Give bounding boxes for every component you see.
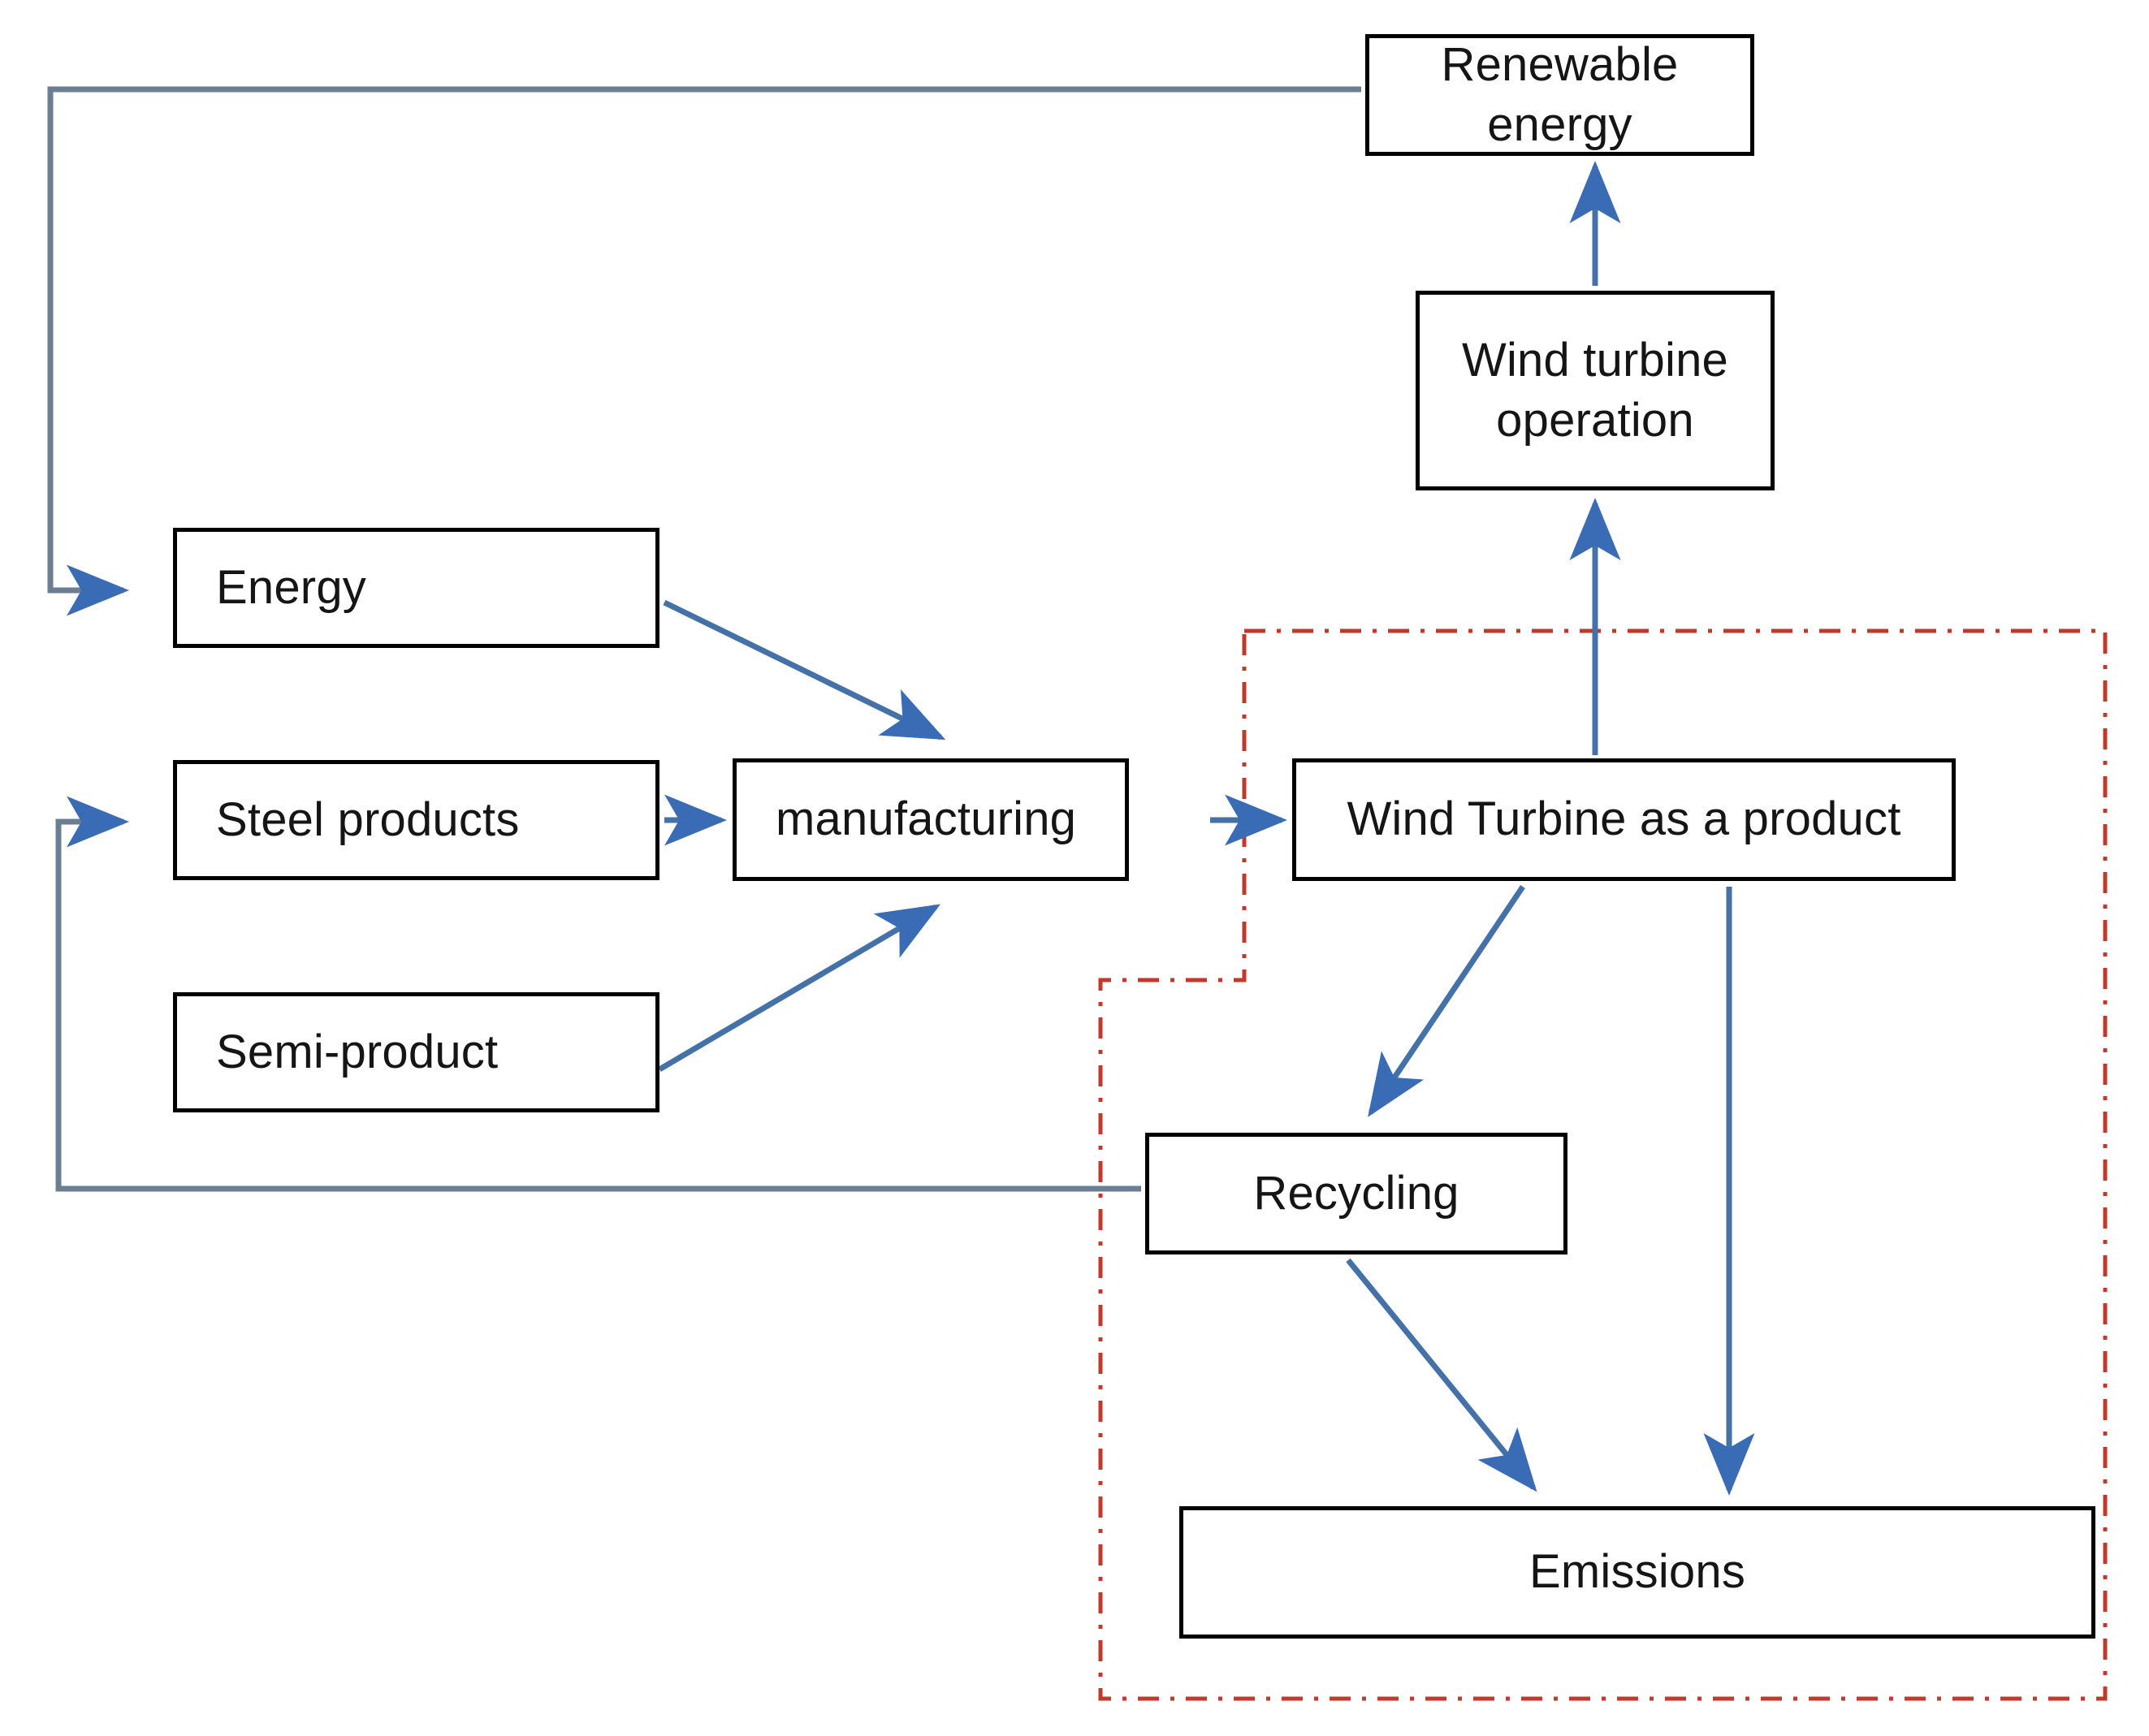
node-manufacturing-label: manufacturing	[776, 792, 1077, 846]
node-manufacturing[interactable]: manufacturing	[733, 758, 1129, 881]
node-steel-products-label: Steel products	[216, 792, 520, 846]
node-recycling[interactable]: Recycling	[1145, 1133, 1567, 1254]
node-wind-turbine-operation[interactable]: Wind turbine operation	[1416, 291, 1775, 490]
node-wind-turbine-product-label: Wind Turbine as a product	[1347, 792, 1901, 846]
node-emissions-label: Emissions	[1529, 1545, 1746, 1599]
edge-recycling-to-emissions	[1346, 1258, 1537, 1492]
edge-semiproduct-to-manufacturing	[658, 904, 941, 1073]
node-recycling-label: Recycling	[1253, 1166, 1459, 1220]
node-emissions[interactable]: Emissions	[1179, 1506, 2095, 1639]
edge-product-to-recycling	[1368, 885, 1525, 1117]
node-semi-product-label: Semi-product	[216, 1025, 499, 1078]
node-renewable-energy[interactable]: Renewable energy	[1365, 34, 1754, 156]
node-renewable-energy-label: Renewable energy	[1441, 37, 1679, 151]
edge-renewable-to-energy	[47, 86, 1361, 616]
node-energy-label: Energy	[216, 560, 366, 614]
edge-energy-to-manufacturing	[663, 599, 946, 741]
node-wind-turbine-operation-label: Wind turbine operation	[1462, 333, 1728, 447]
node-wind-turbine-product[interactable]: Wind Turbine as a product	[1292, 758, 1956, 881]
node-steel-products[interactable]: Steel products	[173, 760, 659, 880]
node-energy[interactable]: Energy	[173, 528, 659, 648]
node-semi-product[interactable]: Semi-product	[173, 992, 659, 1112]
